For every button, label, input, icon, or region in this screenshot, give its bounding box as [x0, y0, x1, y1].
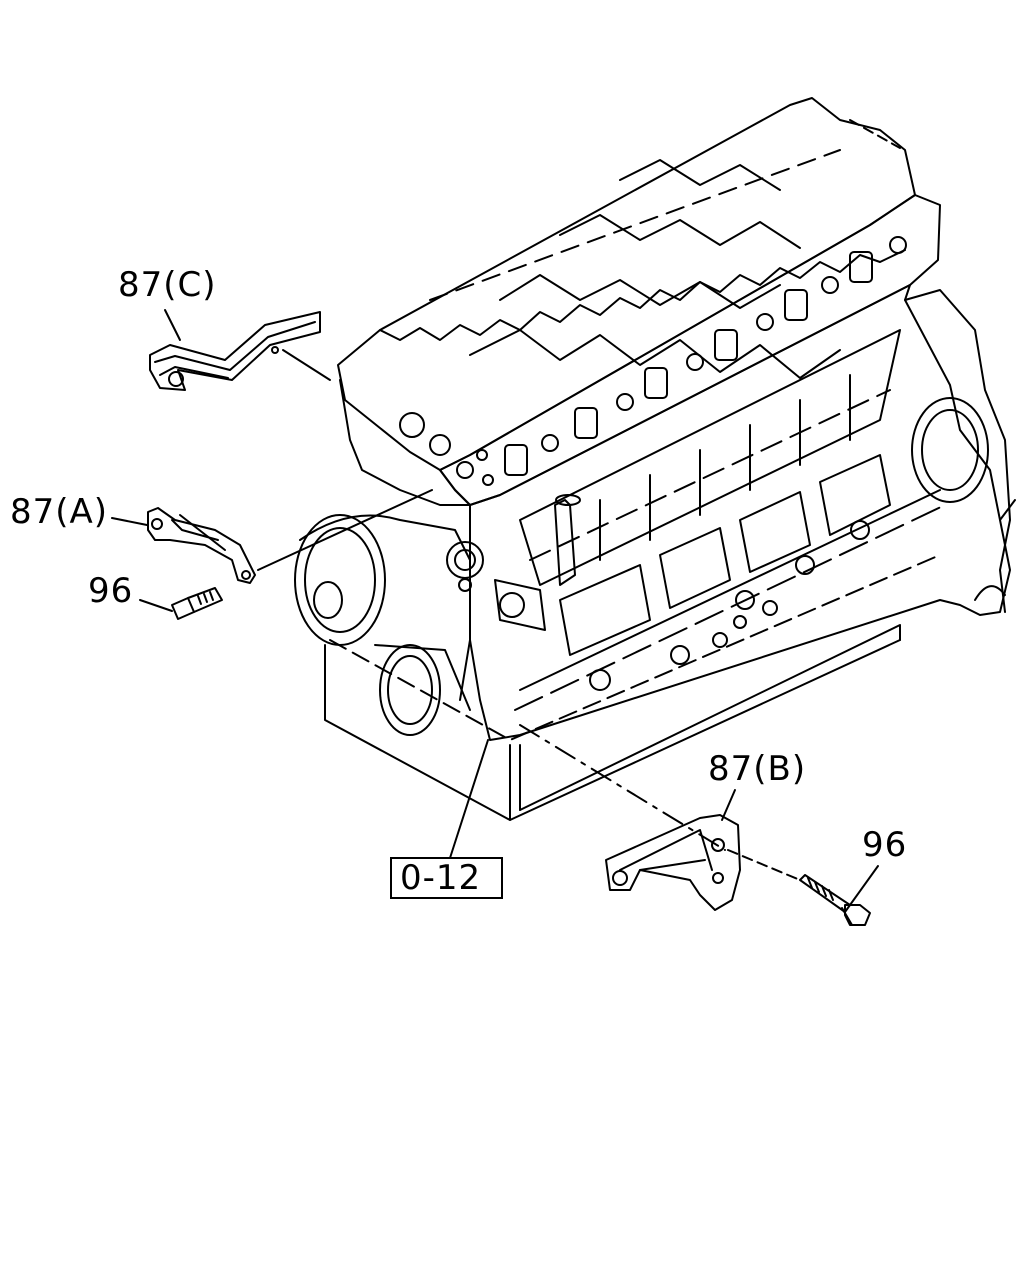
cylinder-head-side: [440, 195, 940, 505]
callout-87b: 87(B): [708, 749, 807, 789]
bracket-b: [606, 815, 740, 910]
crank-pulley: [295, 515, 385, 645]
reference-box: [390, 857, 503, 899]
bracket-a: [148, 508, 255, 583]
bolt-right: [800, 875, 870, 925]
callout-87c: 87(C): [118, 265, 217, 305]
engine-block: [295, 98, 1015, 820]
reference-label: 0-12: [400, 858, 482, 898]
callout-87a: 87(A): [10, 492, 109, 532]
callout-96-left: 96: [88, 571, 134, 611]
callout-96-right: 96: [862, 825, 908, 865]
bolt-left: [172, 588, 222, 619]
flywheel-housing: [905, 290, 1010, 612]
oil-pan: [325, 645, 510, 820]
bracket-c: [150, 312, 320, 390]
leader-lines: [112, 310, 878, 905]
